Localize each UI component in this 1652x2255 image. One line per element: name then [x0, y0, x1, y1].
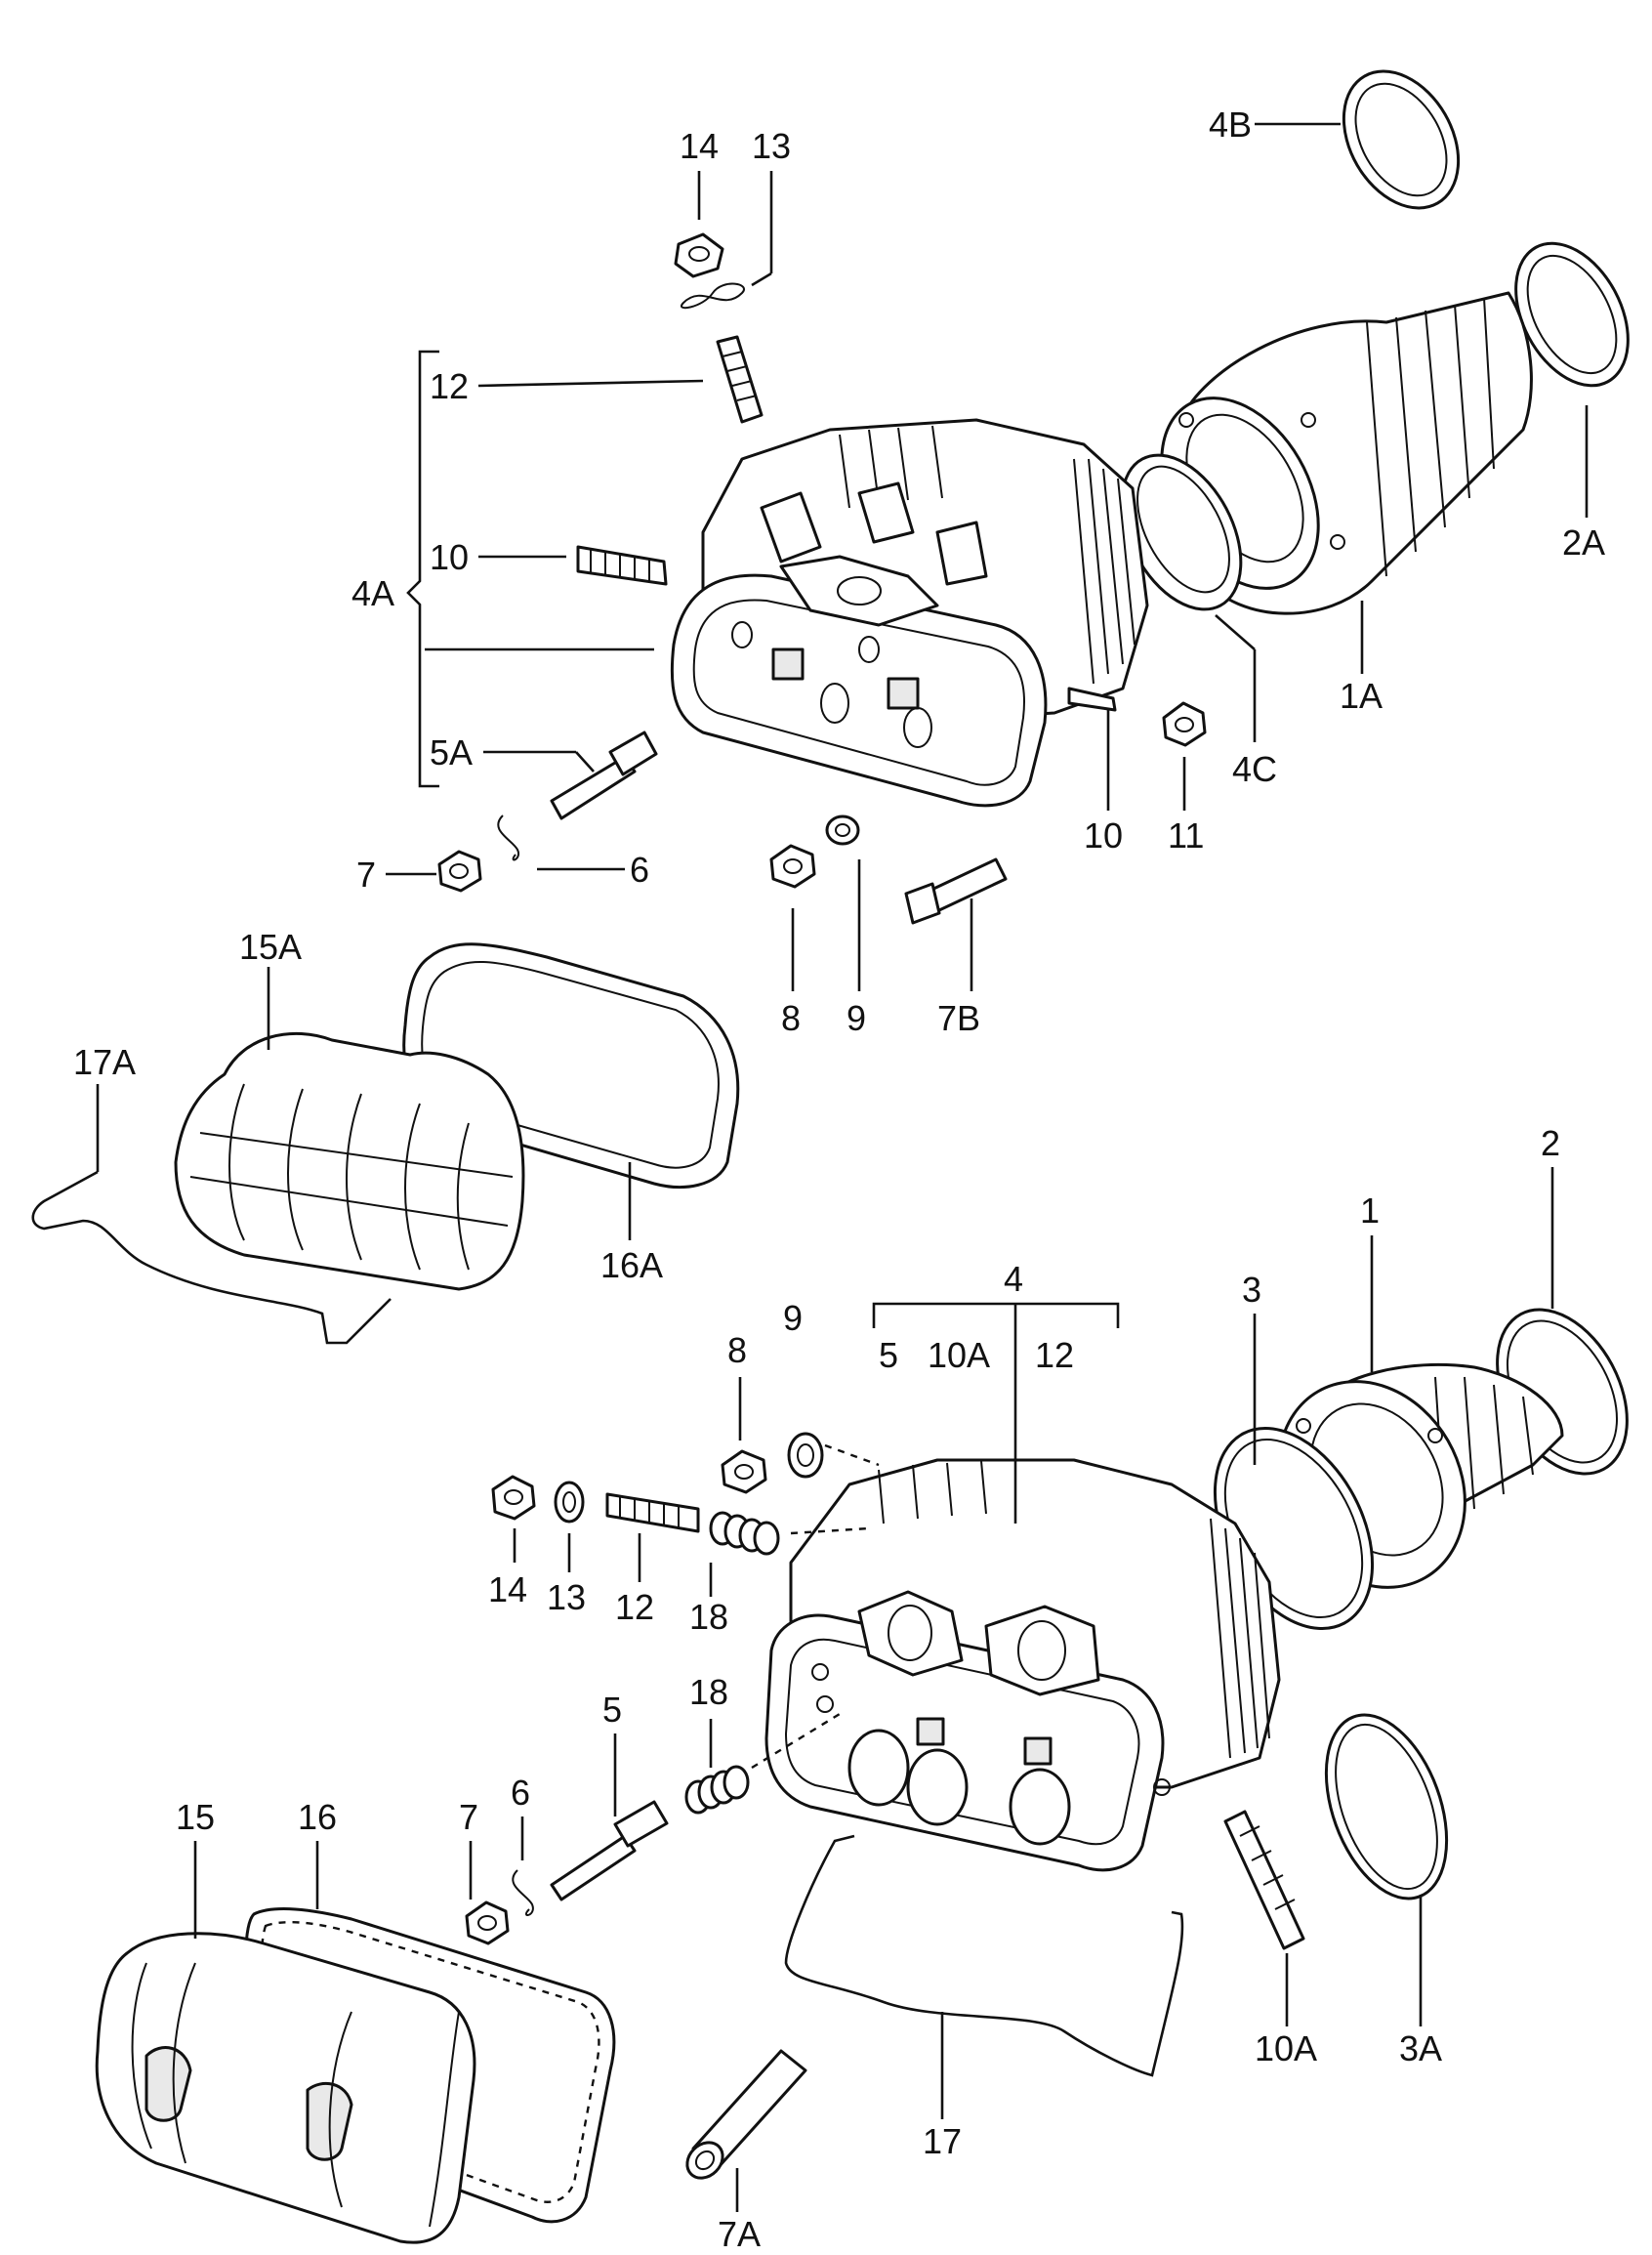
label-5a: 5A	[430, 732, 473, 773]
label-4-sub-5: 5	[879, 1335, 898, 1375]
label-17: 17	[923, 2121, 962, 2161]
label-1a: 1A	[1340, 676, 1383, 716]
leader-4c-a	[1215, 614, 1256, 650]
label-12-top: 12	[430, 366, 469, 406]
spring-18-upper	[709, 1511, 780, 1556]
bracket-4	[872, 1302, 1120, 1328]
stud-10a	[1223, 1810, 1305, 1950]
label-2a: 2A	[1562, 522, 1605, 563]
label-12-bottom: 12	[615, 1587, 654, 1627]
label-14-bottom: 14	[488, 1569, 527, 1609]
label-8-top: 8	[781, 998, 801, 1038]
label-7b: 7B	[937, 998, 980, 1038]
dashed-guide-18b	[751, 1712, 841, 1770]
nut-14-bottom	[491, 1475, 536, 1521]
label-6-top: 6	[630, 850, 649, 890]
clip-6-top	[497, 814, 520, 861]
label-16: 16	[298, 1797, 337, 1837]
seal-ring-4b	[1342, 69, 1461, 210]
stud-10-top	[576, 545, 668, 586]
part-labels: 4B 14 13 12 10 4A 5A 7 6 8 9 7B 10 11 4C…	[73, 104, 1605, 2254]
washer-9-bottom	[787, 1432, 824, 1479]
label-4-sub-12: 12	[1035, 1335, 1074, 1375]
dashed-guide-9	[824, 1443, 880, 1467]
washer-13-top	[681, 282, 745, 310]
label-4a: 4A	[351, 573, 394, 613]
label-15: 15	[176, 1797, 215, 1837]
seal-ring-2a	[1514, 241, 1630, 388]
label-3a: 3A	[1399, 2028, 1442, 2068]
seal-3a	[1324, 1713, 1449, 1900]
label-18-lower: 18	[689, 1672, 728, 1712]
label-9-top: 9	[847, 998, 866, 1038]
cylinder-head-4	[764, 1458, 1281, 1872]
rocker-shaft-5a	[550, 731, 658, 820]
label-13-top: 13	[752, 126, 791, 166]
cylinder-head-4a	[670, 418, 1149, 808]
label-14-top: 14	[680, 126, 719, 166]
label-17a: 17A	[73, 1042, 136, 1082]
rocker-shaft-5	[550, 1800, 669, 1901]
pushrod-tube-7a	[685, 2049, 807, 2180]
label-8-bottom: 8	[727, 1330, 747, 1370]
stud-12-top	[716, 335, 764, 424]
label-4b: 4B	[1209, 104, 1252, 145]
valve-cover-15	[95, 1932, 476, 2244]
leader-12-top	[477, 379, 704, 388]
label-7-top: 7	[356, 855, 376, 895]
label-11: 11	[1168, 815, 1204, 856]
stud-10-right	[1067, 687, 1117, 712]
label-7a: 7A	[718, 2214, 761, 2254]
washer-13-bottom	[554, 1481, 585, 1524]
label-10a: 10A	[1255, 2028, 1317, 2068]
spring-18-lower	[684, 1765, 750, 1815]
wire-clip-17a	[31, 1170, 392, 1345]
label-15a: 15A	[239, 927, 302, 967]
nut-7-top	[437, 850, 482, 893]
label-4-sub-10a: 10A	[928, 1335, 990, 1375]
leader-5a-b	[575, 751, 595, 773]
label-2: 2	[1541, 1123, 1560, 1163]
stud-12-bottom	[605, 1492, 700, 1533]
label-13-bottom: 13	[547, 1577, 586, 1617]
label-5: 5	[602, 1690, 622, 1730]
clip-6-bottom	[512, 1869, 534, 1916]
label-4: 4	[1004, 1259, 1023, 1299]
label-4c: 4C	[1232, 749, 1277, 789]
label-6-bottom: 6	[511, 1773, 530, 1813]
stud-7b	[904, 857, 1008, 925]
label-9-bottom: 9	[783, 1298, 803, 1338]
nut-14-top	[674, 232, 724, 278]
nut-7-bottom	[465, 1900, 510, 1945]
label-7-bottom: 7	[459, 1797, 478, 1837]
label-10-top: 10	[430, 537, 469, 577]
nut-8-bottom	[721, 1449, 767, 1494]
valve-cover-15a	[174, 1032, 525, 1291]
label-18-upper: 18	[689, 1597, 728, 1637]
label-3: 3	[1242, 1270, 1261, 1310]
washer-9-top	[825, 814, 860, 846]
bracket-4a	[406, 350, 439, 788]
label-10-right: 10	[1084, 815, 1123, 856]
nut-8-top	[769, 844, 816, 889]
leader-13-top-b	[751, 271, 772, 287]
label-16a: 16A	[600, 1245, 663, 1285]
label-1: 1	[1360, 1190, 1380, 1231]
nut-11	[1162, 701, 1207, 747]
wire-clip-17	[784, 1834, 1184, 2077]
